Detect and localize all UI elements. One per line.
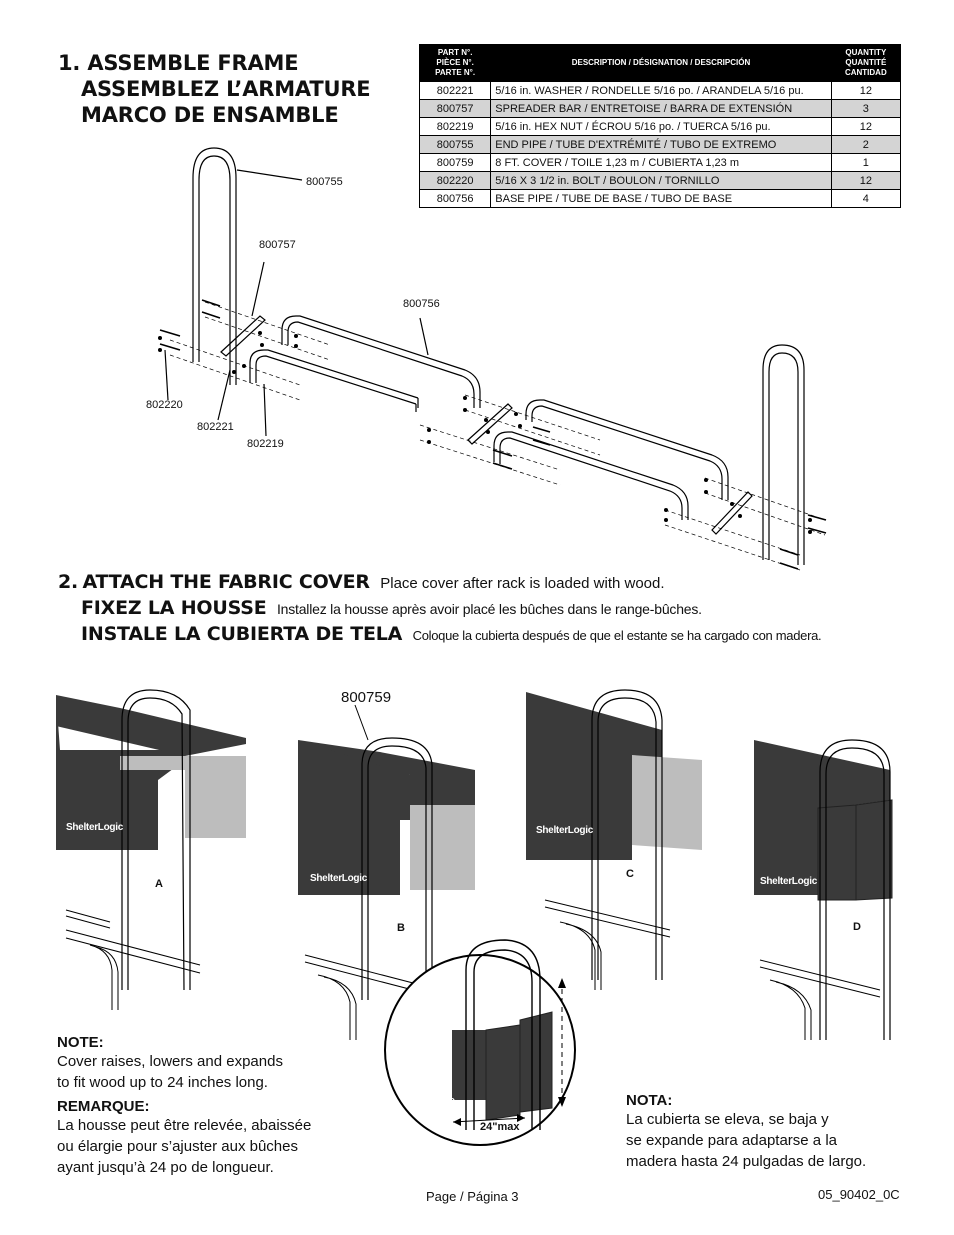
spreader-bar-middle (467, 403, 513, 445)
note-french: REMARQUE: La housse peut être relevée, a… (57, 1098, 311, 1178)
note-line: ou élargie pour s’ajuster aux bûches (57, 1138, 298, 1155)
label-end-pipe: 800755 (306, 176, 343, 188)
part-number: 800756 (418, 189, 492, 208)
table-row: 802220 5/16 X 3 1/2 in. BOLT / BOULON / … (418, 171, 902, 190)
label-bolt: 802220 (146, 399, 183, 411)
section2-heading: 2. ATTACH THE FABRIC COVER Place cover a… (58, 569, 822, 647)
section2-sub-es: Coloque la cubierta después de que el es… (412, 628, 822, 643)
brand-logo: ShelterLogic (310, 873, 367, 884)
base-pipe-lower-left (249, 349, 419, 412)
spreader-bar-right (711, 491, 753, 535)
note-heading: NOTA: (626, 1092, 673, 1109)
note-english: NOTE: Cover raises, lowers and expands t… (57, 1034, 283, 1093)
brand-logo: ShelterLogic (760, 876, 817, 887)
detail-zoom-circle (384, 939, 576, 1146)
base-pipe-upper-left (281, 315, 481, 408)
cover-steps-diagram (56, 689, 893, 1146)
parts-table: PART N°. PIÈCE N°. PARTE N°. DESCRIPTION… (418, 44, 902, 208)
note-heading: REMARQUE: (57, 1098, 150, 1115)
note-line: Cover raises, lowers and expands (57, 1053, 283, 1070)
base-pipe-lower-right (493, 431, 689, 520)
page-number: Page / Página 3 (426, 1189, 519, 1204)
part-description: SPREADER BAR / ENTRETOISE / BARRA DE EXT… (490, 99, 832, 118)
step-label-d: D (853, 921, 861, 933)
spreader-bar-left (220, 315, 266, 357)
part-description: 8 FT. COVER / TOILE 1,23 m / CUBIERTA 1,… (490, 153, 832, 172)
part-number: 802221 (418, 81, 492, 100)
step-b-illustration (298, 704, 475, 1040)
section1-title-fr: ASSEMBLEZ L’ARMATURE (81, 77, 371, 101)
label-hex-nut: 802219 (247, 438, 284, 450)
section1-number: 1. (58, 51, 81, 75)
table-row: 802221 5/16 in. WASHER / RONDELLE 5/16 p… (418, 81, 902, 100)
part-description: 5/16 in. WASHER / RONDELLE 5/16 po. / AR… (490, 81, 832, 100)
note-line: madera hasta 24 pulgadas de largo. (626, 1153, 867, 1170)
label-base-pipe: 800756 (403, 298, 440, 310)
bolts (159, 299, 827, 570)
label-washer: 802221 (197, 421, 234, 433)
note-line: ayant jusqu’à 24 po de longueur. (57, 1159, 274, 1176)
part-number: 800757 (418, 99, 492, 118)
part-quantity: 2 (830, 135, 902, 154)
step-label-a: A (155, 878, 163, 890)
left-end-pipe (192, 147, 237, 385)
note-line: La housse peut être relevée, abaissée (57, 1117, 312, 1134)
step-label-c: C (626, 868, 634, 880)
base-pipe-upper-right (525, 399, 729, 500)
note-line: La cubierta se eleva, se baja y (626, 1111, 829, 1128)
step-c-illustration (526, 689, 702, 990)
label-spreader-bar: 800757 (259, 239, 296, 251)
section1-title-en: ASSEMBLE FRAME (87, 51, 299, 75)
section2-number: 2. (58, 571, 79, 593)
section2-sub-en: Place cover after rack is loaded with wo… (380, 575, 665, 592)
step-a-illustration (56, 689, 246, 1010)
section2-title-fr: FIXEZ LA HOUSSE (81, 597, 267, 619)
brand-logo: ShelterLogic (536, 825, 593, 836)
step-d-illustration (754, 739, 893, 1040)
right-end-pipe (762, 344, 805, 565)
note-spanish: NOTA: La cubierta se eleva, se baja y se… (626, 1092, 866, 1172)
table-row: 800757 SPREADER BAR / ENTRETOISE / BARRA… (418, 99, 902, 118)
part-quantity: 4 (830, 189, 902, 208)
max-length-label: 24"max (480, 1121, 520, 1133)
table-row: 800759 8 FT. COVER / TOILE 1,23 m / CUBI… (418, 153, 902, 172)
part-description: BASE PIPE / TUBE DE BASE / TUBO DE BASE (490, 189, 832, 208)
section2-title-en: ATTACH THE FABRIC COVER (82, 571, 370, 593)
table-row: 800755 END PIPE / TUBE D'EXTRÉMITÉ / TUB… (418, 135, 902, 154)
note-heading: NOTE: (57, 1034, 104, 1051)
table-row: 800756 BASE PIPE / TUBE DE BASE / TUBO D… (418, 189, 902, 208)
section2-title-es: INSTALE LA CUBIERTA DE TELA (81, 623, 403, 645)
section2-sub-fr: Installez la housse après avoir placé le… (276, 601, 702, 617)
note-line: to fit wood up to 24 inches long. (57, 1074, 268, 1091)
section1-heading: 1. ASSEMBLE FRAME ASSEMBLEZ L’ARMATURE M… (58, 50, 371, 128)
frame-assembly-diagram (158, 147, 827, 571)
header-part: PART N°. PIÈCE N°. PARTE N°. (418, 44, 492, 82)
label-cover-part: 800759 (341, 689, 392, 706)
document-code: 05_90402_0C (818, 1187, 900, 1202)
section1-title-es: MARCO DE ENSAMBLE (81, 103, 339, 127)
step-label-b: B (397, 922, 405, 934)
note-line: se expande para adaptarse a la (626, 1132, 837, 1149)
part-quantity: 12 (830, 171, 902, 190)
part-number: 802219 (418, 117, 492, 136)
part-description: END PIPE / TUBE D'EXTRÉMITÉ / TUBO DE EX… (490, 135, 832, 154)
brand-logo: ShelterLogic (66, 822, 123, 833)
